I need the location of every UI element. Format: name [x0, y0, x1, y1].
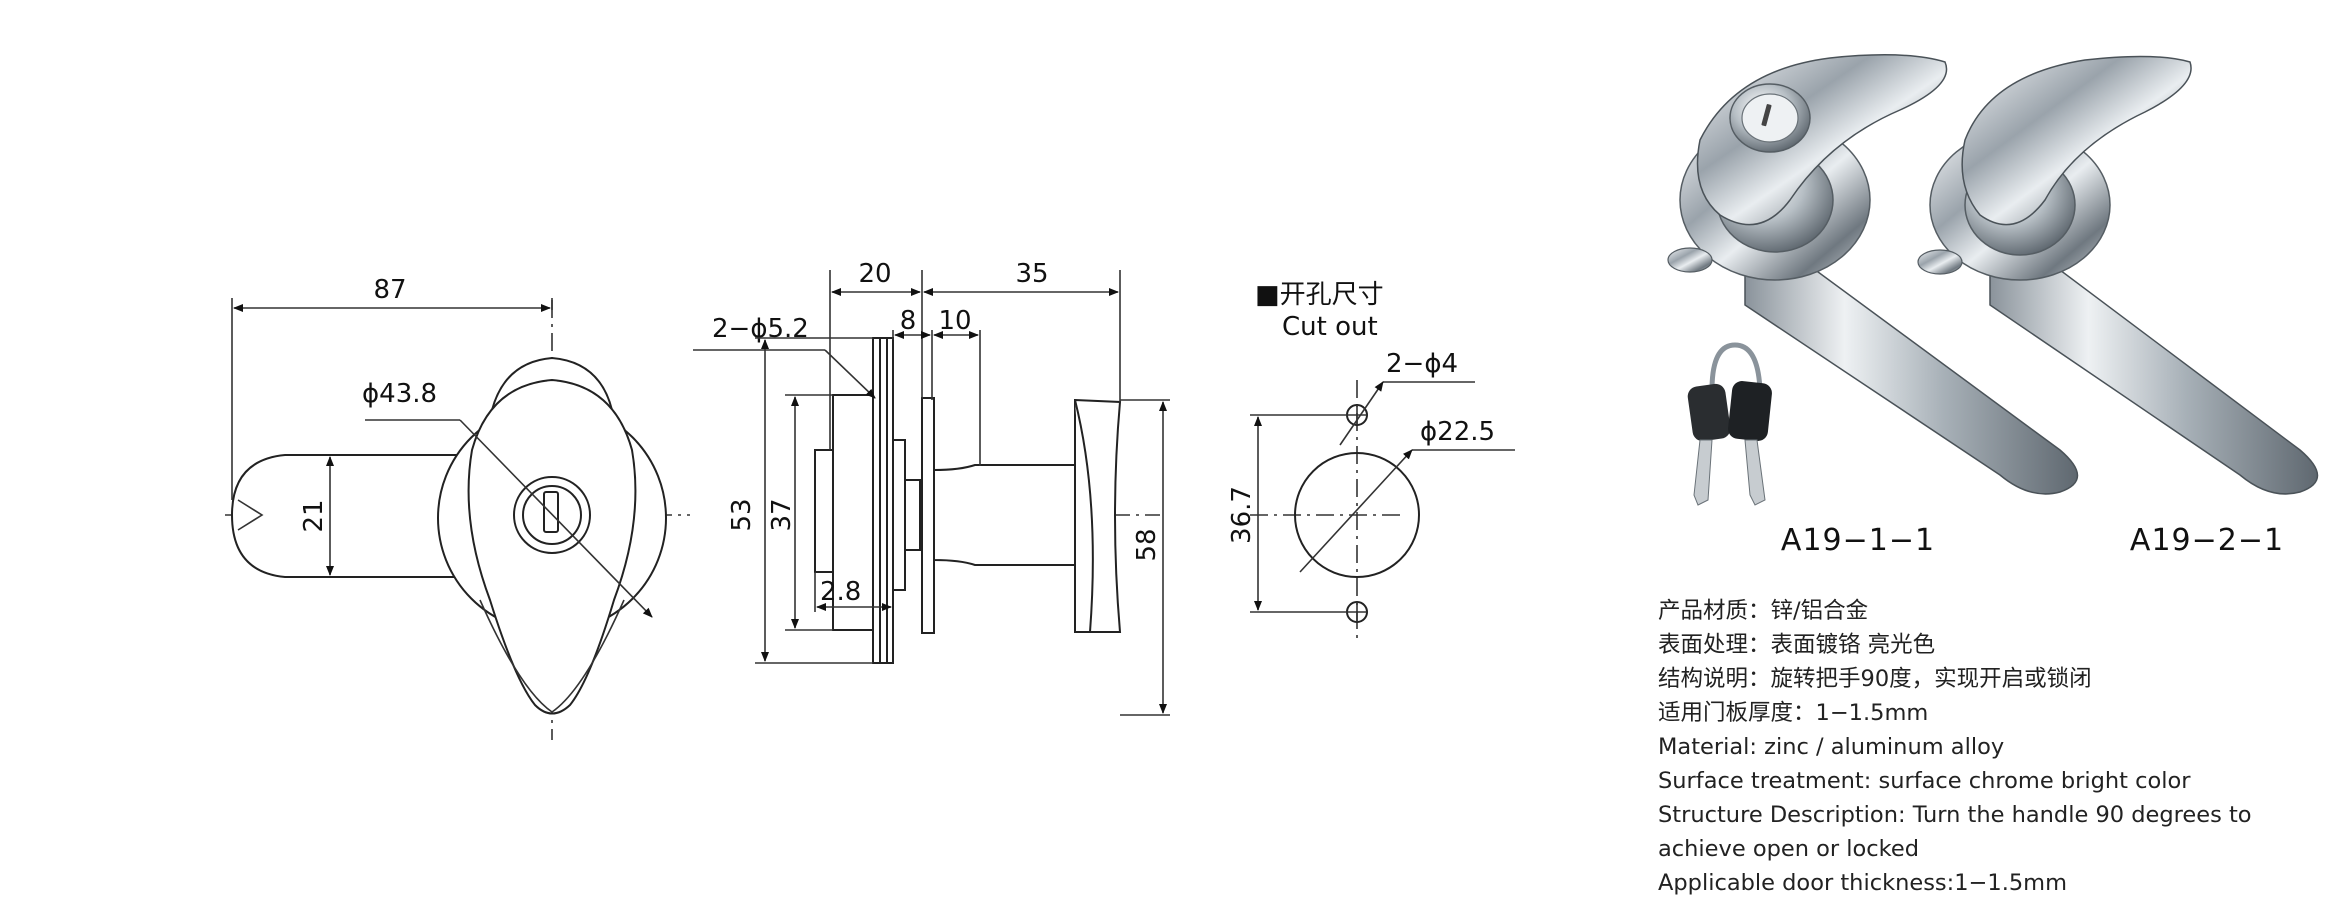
- dim-8: 8: [900, 306, 917, 336]
- product-photo-2: [1917, 55, 2319, 495]
- dim-21: 21: [299, 499, 329, 532]
- dim-37: 37: [767, 498, 797, 531]
- dim-35: 35: [1015, 259, 1048, 289]
- dim-10: 10: [938, 306, 971, 336]
- cutout-view: ■开孔尺寸 Cut out 2−ϕ4 ϕ22.5 36.7: [1227, 280, 1515, 640]
- key-icon: [1687, 342, 1772, 506]
- spec-line: Surface treatment: surface chrome bright…: [1658, 768, 2191, 794]
- side-view: 20 35 8 10 2−ϕ5.2 53 37 2.8 58: [693, 259, 1170, 716]
- dim-53: 53: [727, 498, 757, 531]
- dim-holes-4: 2−ϕ4: [1386, 349, 1458, 379]
- spec-line: 适用门板厚度：1−1.5mm: [1658, 700, 1929, 726]
- cutout-title-cn: ■开孔尺寸: [1255, 280, 1384, 310]
- spec-line: Applicable door thickness:1−1.5mm: [1658, 870, 2068, 896]
- dim-phi-43-8: ϕ43.8: [362, 379, 437, 409]
- spec-line: Structure Description: Turn the handle 9…: [1658, 802, 2252, 828]
- spec-line: achieve open or locked: [1658, 836, 1920, 862]
- spec-line: 产品材质：锌/铝合金: [1658, 598, 1869, 624]
- spec-list: 产品材质：锌/铝合金 表面处理：表面镀铬 亮光色 结构说明：旋转把手90度，实现…: [1658, 594, 2298, 900]
- dim-58: 58: [1132, 528, 1162, 561]
- spec-line: 结构说明：旋转把手90度，实现开启或锁闭: [1658, 666, 2092, 692]
- spec-line: Material: zinc / aluminum alloy: [1658, 734, 2005, 760]
- dim-20: 20: [858, 259, 891, 289]
- dim-phi-22-5: ϕ22.5: [1420, 417, 1495, 447]
- dim-36-7: 36.7: [1227, 486, 1257, 544]
- cutout-title-en: Cut out: [1282, 312, 1378, 342]
- dim-87: 87: [373, 275, 406, 305]
- product-label-2: A19−2−1: [2130, 523, 2284, 558]
- spec-line: 表面处理：表面镀铬 亮光色: [1658, 632, 1936, 658]
- dim-holes-5-2: 2−ϕ5.2: [712, 314, 809, 344]
- product-label-1: A19−1−1: [1781, 523, 1935, 558]
- product-photo-1: [1667, 54, 2079, 495]
- dim-2-8: 2.8: [820, 577, 861, 607]
- front-view: 87 ϕ43.8 21: [225, 275, 690, 740]
